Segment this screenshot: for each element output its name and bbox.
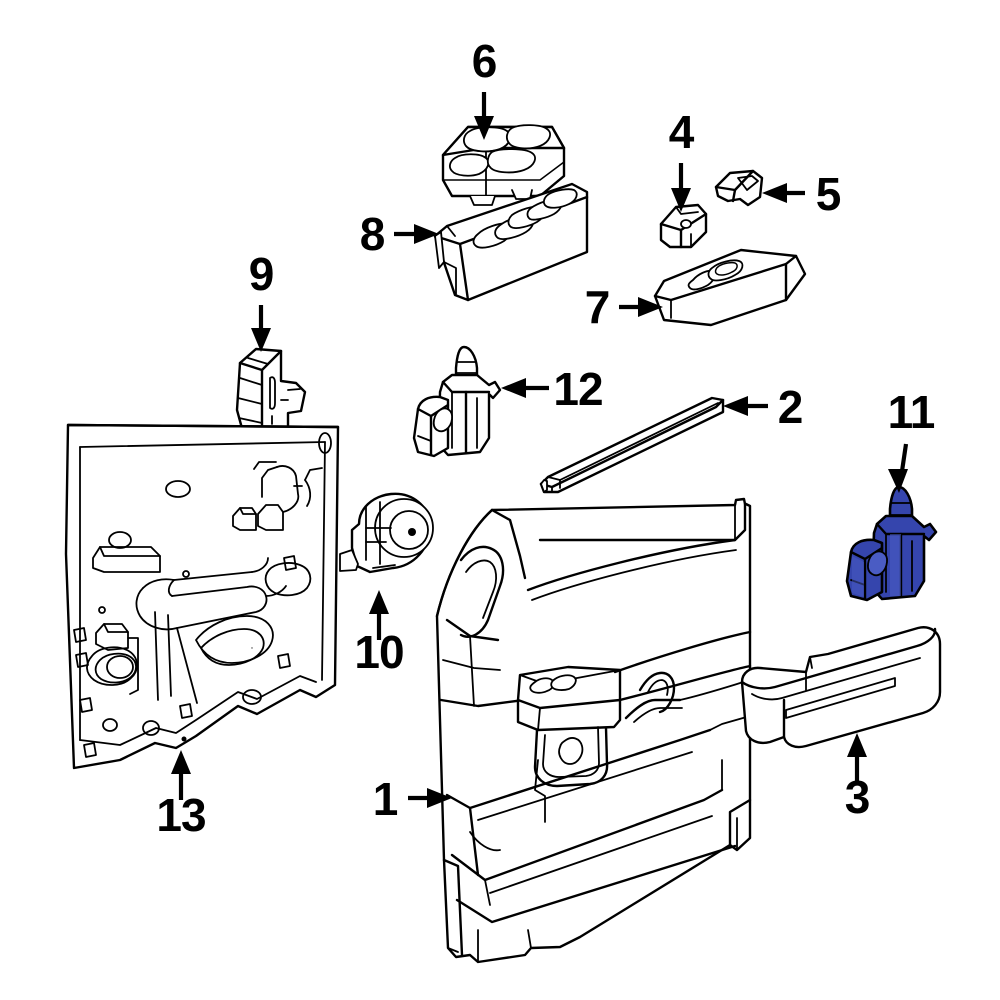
callout-2-label: 2 [778, 381, 803, 433]
part-6-master-window-switch[interactable] [441, 124, 566, 206]
callout-6: 6 [472, 35, 497, 140]
part-3-armrest[interactable] [740, 626, 942, 749]
part-5-retainer-cap[interactable] [714, 169, 764, 207]
part-11-door-lock-actuator-highlighted[interactable] [845, 485, 938, 602]
part-8-switch-bezel-trim[interactable] [433, 182, 589, 302]
callout-2: 2 [723, 381, 803, 433]
callout-10-label: 10 [354, 626, 403, 678]
part-1-door-trim-panel[interactable] [435, 497, 752, 964]
callout-13-label: 13 [156, 789, 205, 841]
part-12-door-lock-actuator[interactable] [412, 345, 502, 458]
callout-8-label: 8 [360, 208, 385, 260]
callout-10: 10 [354, 590, 405, 678]
callout-7: 7 [585, 281, 663, 333]
part-10-power-mirror-switch[interactable] [339, 492, 434, 574]
callout-12-label: 12 [553, 363, 602, 415]
callout-11: 11 [888, 386, 936, 493]
callout-9: 9 [249, 248, 274, 352]
callout-13: 13 [156, 750, 207, 841]
part-7-passenger-switch-bezel[interactable] [653, 248, 807, 327]
callout-5-label: 5 [816, 168, 841, 220]
callout-4: 4 [669, 106, 696, 212]
callout-3-label: 3 [845, 771, 870, 823]
callout-3: 3 [845, 733, 870, 823]
callout-1-label: 1 [373, 773, 398, 825]
callout-12: 12 [501, 363, 604, 415]
callout-6-label: 6 [472, 35, 497, 87]
callout-4-label: 4 [669, 106, 695, 158]
callout-9-label: 9 [249, 248, 274, 300]
callout-5: 5 [762, 168, 842, 220]
callout-11-label: 11 [888, 386, 935, 438]
callout-8: 8 [360, 208, 439, 260]
callout-7-label: 7 [585, 281, 610, 333]
callout-1: 1 [373, 773, 452, 825]
part-13-door-water-shield[interactable] [64, 423, 340, 770]
